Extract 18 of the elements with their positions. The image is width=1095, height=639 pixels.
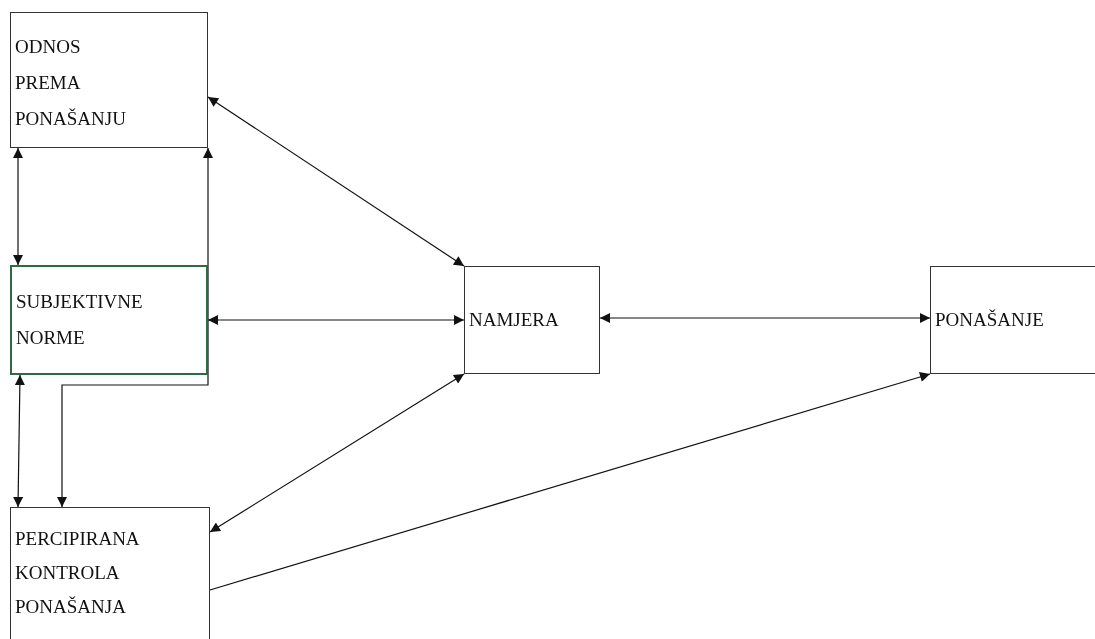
arrow — [209, 372, 931, 591]
arrow — [599, 313, 931, 323]
process-box — [10, 12, 208, 148]
node-label: SUBJEKTIVNE NORME — [16, 290, 144, 350]
node-label: ODNOS PREMA PONAŠANJU — [15, 35, 127, 131]
node-label: NAMJERA — [469, 308, 560, 332]
process-box — [464, 266, 600, 374]
process-box — [10, 265, 208, 375]
process-box — [930, 266, 1095, 374]
arrow — [209, 373, 465, 533]
arrow — [207, 315, 465, 325]
arrow — [57, 147, 213, 508]
node-label: PONAŠANJE — [935, 308, 1045, 332]
node-label: PERCIPIRANA KONTROLA PONAŠANJA — [15, 527, 141, 619]
arrow — [13, 374, 25, 508]
process-box — [10, 507, 210, 639]
arrow — [207, 96, 465, 267]
arrow — [13, 147, 23, 266]
